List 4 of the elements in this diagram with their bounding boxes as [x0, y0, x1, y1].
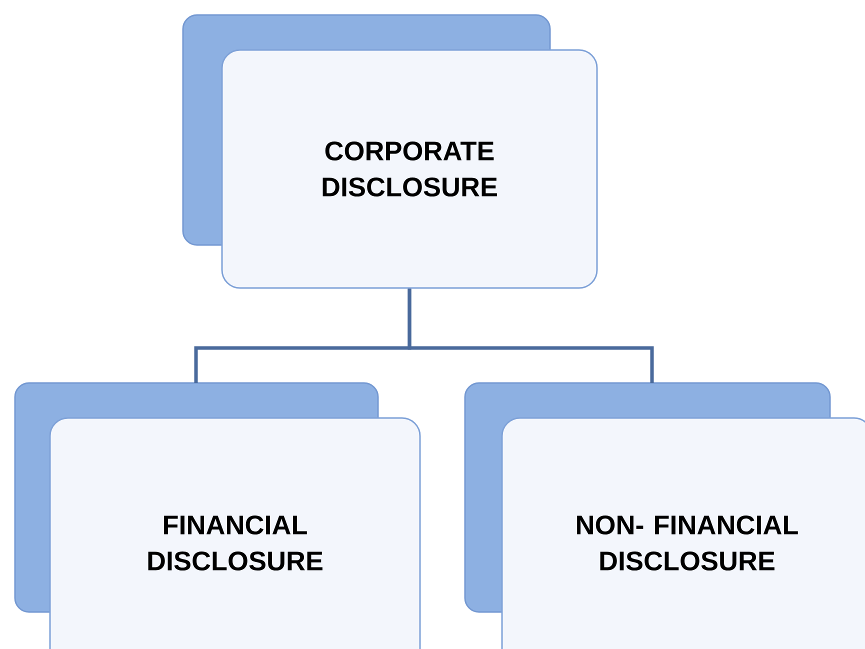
connector-line: [408, 288, 654, 383]
process-box: CORPORATE DISCLOSURE: [182, 14, 598, 289]
process-box: NON- FINANCIAL DISCLOSURE: [464, 382, 865, 649]
process-box: FINANCIAL DISCLOSURE: [14, 382, 421, 649]
